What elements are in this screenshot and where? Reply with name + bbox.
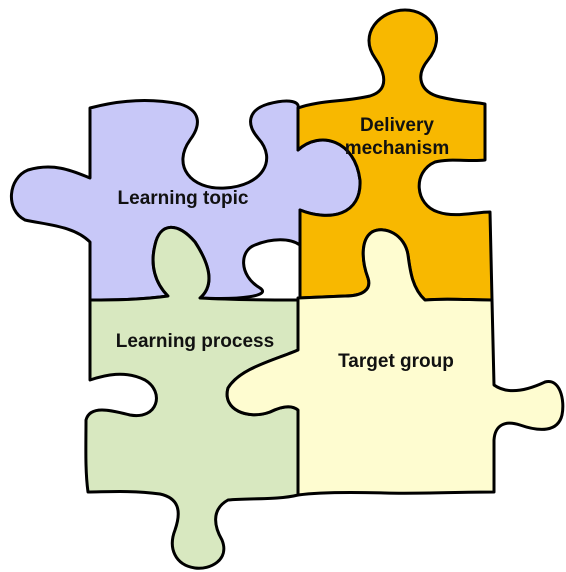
delivery-mechanism-label-line1: Delivery	[360, 115, 434, 136]
learning-topic-label: Learning topic	[118, 188, 249, 209]
target-group-label: Target group	[338, 351, 454, 372]
delivery-mechanism-label-line2: mechanism	[345, 138, 450, 159]
target-group-piece	[225, 228, 565, 497]
learning-process-piece	[84, 225, 300, 570]
learning-topic-piece	[9, 99, 362, 302]
learning-process-label: Learning process	[116, 331, 274, 352]
